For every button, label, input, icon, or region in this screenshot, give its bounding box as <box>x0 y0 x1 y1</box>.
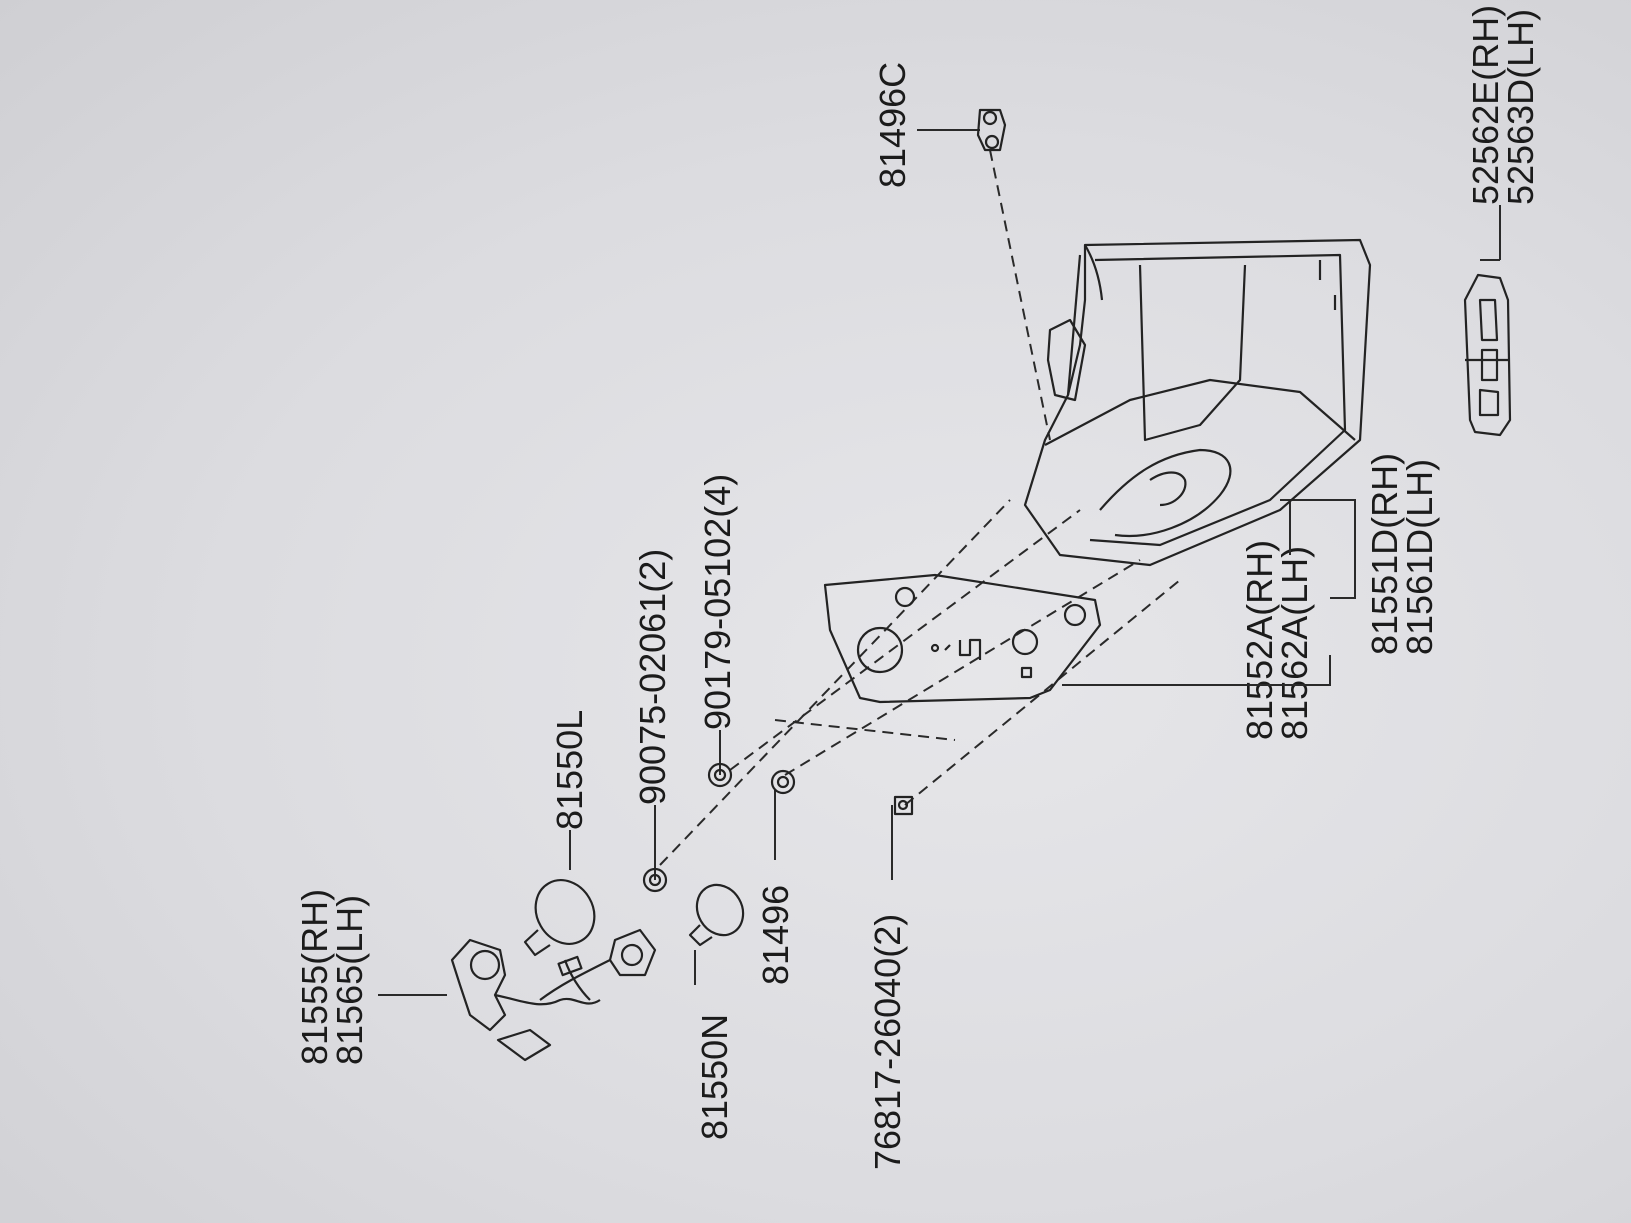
screw-90075 <box>642 867 668 893</box>
nut-81496 <box>770 769 796 795</box>
label-81550l: 81550L <box>549 710 590 830</box>
label-90075-02061: 90075-02061(2) <box>632 549 673 805</box>
label-81561d-lh: 81561D(LH) <box>1399 459 1440 655</box>
socket-harness-81555 <box>450 928 657 1062</box>
bulb-81550l <box>523 879 596 957</box>
label-76817-26040: 76817-26040(2) <box>867 914 908 1170</box>
clip-76817 <box>893 795 914 816</box>
label-81496: 81496 <box>755 885 796 985</box>
label-group-81551d: 81551D(RH) 81561D(LH) <box>1364 453 1440 655</box>
label-52562e-rh: 52562E(RH) <box>1465 5 1506 205</box>
socket-plate-81552a <box>823 573 1102 704</box>
label-81552a-rh: 81552A(RH) <box>1239 540 1280 740</box>
leader-lines <box>378 129 1501 996</box>
assembly-dashed-lines <box>659 149 1181 866</box>
label-81551d-rh: 81551D(RH) <box>1364 453 1405 655</box>
label-81562a-lh: 81562A(LH) <box>1274 546 1315 740</box>
fasteners <box>642 108 1007 893</box>
nut-90179 <box>707 762 733 788</box>
bulb-81550n <box>688 883 745 947</box>
label-81565-lh: 81565(LH) <box>329 895 370 1065</box>
label-81496c: 81496C <box>872 62 913 188</box>
clip-81496c <box>976 108 1007 152</box>
label-group-81555: 81555(RH) 81565(LH) <box>294 889 370 1065</box>
lamp-housing-81551d <box>1023 238 1372 567</box>
bracket-52562e <box>1463 273 1512 437</box>
label-90179-05102: 90179-05102(4) <box>697 474 738 730</box>
label-group-81552a: 81552A(RH) 81562A(LH) <box>1239 540 1315 740</box>
label-52563d-lh: 52563D(LH) <box>1500 9 1541 205</box>
label-81550n: 81550N <box>694 1014 735 1140</box>
label-81555-rh: 81555(RH) <box>294 889 335 1065</box>
label-group-52562e: 52562E(RH) 52563D(LH) <box>1465 5 1541 205</box>
